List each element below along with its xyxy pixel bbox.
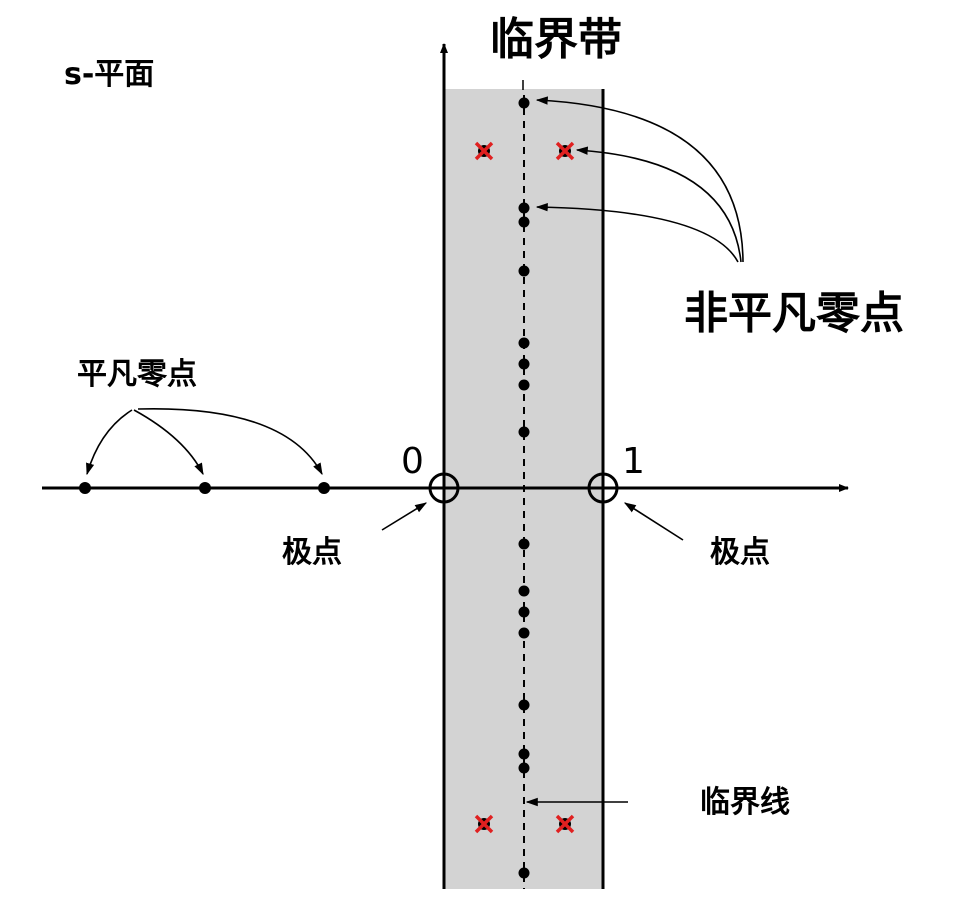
one-tick-label: 1 (622, 441, 645, 482)
trivial-zero (79, 482, 91, 494)
nontrivial-zero (518, 358, 530, 370)
trivial-zero (199, 482, 211, 494)
trivial-zeros-group (79, 482, 330, 494)
pole-marker (428, 472, 460, 504)
nontrivial-zero (518, 379, 530, 391)
nontrivial-zero (518, 337, 530, 349)
nontrivial-zero (518, 216, 530, 228)
trivial-zero (318, 482, 330, 494)
origin-tick-label: 0 (401, 441, 424, 482)
crossed-off-zeros-group (474, 141, 575, 834)
pole-right-label: 极点 (710, 535, 770, 570)
nontrivial-zero (518, 585, 530, 597)
critical-strip-label: 临界带 (490, 14, 622, 65)
pole-left-arrow (381, 502, 428, 531)
pole-right-arrow (623, 502, 684, 541)
critical-line-label: 临界线 (700, 785, 790, 820)
nontrivial-zero (518, 748, 530, 760)
nontrivial-zero (518, 265, 530, 277)
trivial-zeros-label: 平凡零点 (77, 357, 197, 392)
trivial-zero-arrows (86, 407, 323, 476)
nontrivial-zeros-group (518, 97, 530, 879)
nontrivial-zero-arrows (535, 96, 744, 263)
nontrivial-zero (518, 762, 530, 774)
nontrivial-zero (518, 606, 530, 618)
crossed-off-zero (555, 141, 575, 161)
crossed-off-zero (474, 814, 494, 834)
crossed-off-zero (555, 814, 575, 834)
pole-marker (587, 472, 619, 504)
nontrivial-zero (518, 627, 530, 639)
crossed-off-zero (474, 141, 494, 161)
plane-label: s-平面 (64, 57, 155, 92)
nontrivial-zero (518, 202, 530, 214)
nontrivial-zeros-label: 非平凡零点 (684, 288, 904, 339)
pole-left-label: 极点 (282, 535, 342, 570)
nontrivial-zero (518, 538, 530, 550)
nontrivial-zero (518, 699, 530, 711)
nontrivial-zero (518, 867, 530, 879)
nontrivial-zero (518, 426, 530, 438)
nontrivial-zero (518, 97, 530, 109)
